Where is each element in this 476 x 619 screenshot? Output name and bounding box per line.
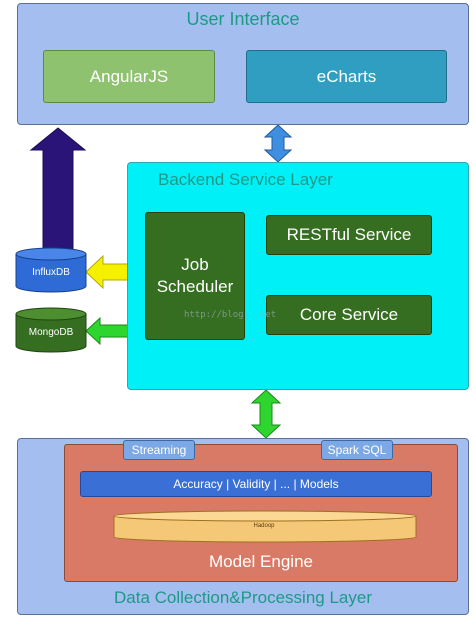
spark-sql-tab: Spark SQL	[321, 440, 393, 460]
core-service-box: Core Service	[266, 295, 432, 335]
influxdb-cylinder	[15, 247, 87, 293]
hadoop-cylinder	[113, 510, 417, 543]
backend-service-title: Backend Service Layer	[158, 170, 333, 189]
user-interface-title: User Interface	[186, 8, 300, 29]
models-bar: Accuracy | Validity | ... | Models	[80, 471, 432, 497]
job-scheduler-label-line2: Scheduler	[156, 277, 234, 296]
backend-data-double-arrow	[250, 389, 282, 439]
streaming-tab: Streaming	[123, 440, 195, 460]
watermark-text: http://blog...net	[183, 310, 277, 320]
ui-backend-double-arrow	[263, 124, 293, 163]
data-processing-title: Data Collection&Processing Layer	[114, 588, 372, 607]
mongodb-cylinder	[15, 307, 87, 353]
mongodb-label: MongoDB	[28, 326, 74, 338]
job-scheduler-label-line1: Job	[181, 254, 209, 274]
influxdb-label: InfluxDB	[32, 266, 70, 278]
model-engine-label: Model Engine	[209, 552, 313, 571]
job-scheduler-box: Job Scheduler	[145, 212, 245, 340]
hadoop-label: Hadoop	[253, 523, 275, 529]
angularjs-box: AngularJS	[43, 50, 215, 103]
echarts-box: eCharts	[246, 50, 447, 103]
restful-service-box: RESTful Service	[266, 215, 432, 255]
influxdb-to-ui-arrow	[29, 127, 87, 256]
